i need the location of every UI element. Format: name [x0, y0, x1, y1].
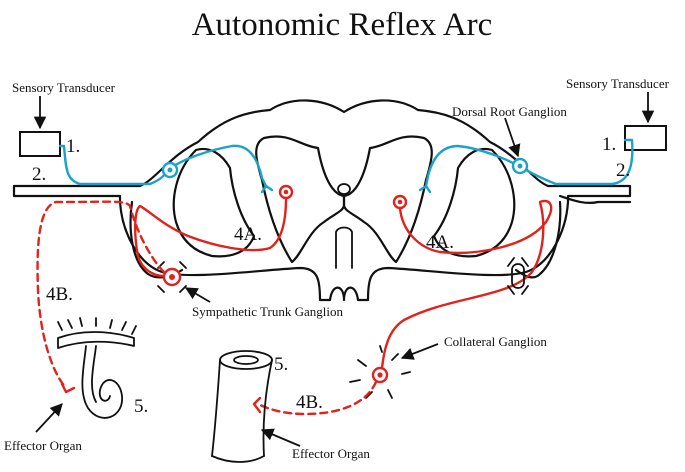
- step-4b-left: 4B.: [46, 284, 73, 305]
- arrow-collateral-ganglion: [400, 343, 439, 360]
- step-2-left: 2.: [32, 164, 46, 185]
- step-5-right: 5.: [274, 354, 288, 375]
- gland-coil-inner: [91, 345, 97, 403]
- preganglionic-fiber-right: [380, 199, 553, 370]
- effector-organ-right: [211, 350, 273, 463]
- ganglion-nucleus-left: [169, 274, 175, 280]
- dorsal-root-ganglion-nucleus-right: [517, 163, 523, 169]
- arrow-effector-right: [260, 428, 301, 447]
- collateral-ganglion-spikes: [349, 345, 411, 399]
- spinal-cord-outer-outline: [12, 99, 632, 302]
- label-effector-organ-right: Effector Organ: [292, 446, 370, 461]
- step-4b-right: 4B.: [296, 392, 323, 413]
- step-4a-left: 4A.: [234, 224, 262, 245]
- label-sympathetic-trunk-ganglion: Sympathetic Trunk Ganglion: [192, 304, 343, 319]
- sensory-pathways: [58, 138, 634, 194]
- grey-matter-left: [255, 135, 346, 264]
- sensory-terminal-left: [260, 184, 274, 194]
- sensory-terminal-right: [418, 184, 432, 194]
- label-dorsal-root-ganglion: Dorsal Root Ganglion: [452, 104, 567, 119]
- gland-coil-outer: [81, 345, 123, 419]
- effector-terminal-left: [60, 382, 76, 394]
- label-collateral-ganglion: Collateral Ganglion: [444, 334, 547, 349]
- postganglionic-fiber-left: [36, 200, 166, 390]
- preganglionic-fiber-left: [134, 196, 288, 278]
- right-ventral-root: [514, 200, 562, 279]
- step-5-left: 5.: [134, 396, 148, 417]
- collateral-ganglion: [349, 345, 411, 399]
- nerve-roots: [129, 194, 632, 279]
- right-spinal-nerve-lower: [558, 194, 632, 204]
- vessel-walls: [211, 359, 273, 457]
- central-canal: [337, 183, 351, 195]
- spinal-cord: [12, 99, 632, 302]
- collateral-ganglion-nucleus: [377, 372, 383, 378]
- arrow-effector-left: [35, 403, 63, 433]
- label-effector-organ-left: Effector Organ: [4, 438, 82, 453]
- effector-terminal-right: [252, 396, 262, 414]
- label-sensory-transducer-left: Sensory Transducer: [12, 80, 116, 95]
- effector-organ-left: [57, 317, 137, 419]
- arrow-dorsal-root-ganglion: [504, 117, 521, 158]
- ganglion-spikes-left: [157, 261, 187, 293]
- motor-pathways: [36, 184, 553, 416]
- diagram-title: Autonomic Reflex Arc: [192, 7, 493, 43]
- step-1-left: 1.: [66, 136, 80, 157]
- label-arrows: [33, 92, 655, 447]
- vessel-top: [219, 350, 273, 370]
- step-1-right: 1.: [602, 134, 616, 155]
- ganglion-body-right: [511, 263, 525, 289]
- effector-surface-left: [57, 331, 135, 349]
- ventral-fissure: [335, 226, 353, 269]
- grey-matter-right: [342, 135, 433, 264]
- postganglionic-fiber-right: [256, 380, 378, 416]
- preganglionic-nucleus-right: [397, 199, 403, 205]
- step-2-right: 2.: [616, 160, 630, 181]
- vessel-bottom: [211, 455, 265, 463]
- sympathetic-trunk-ganglion-left: [157, 261, 187, 293]
- step-4a-right: 4A.: [426, 232, 454, 253]
- sympathetic-trunk-ganglion-right: [507, 257, 529, 295]
- dorsal-root-ganglion-nucleus-left: [167, 167, 173, 173]
- lateral-column-left: [172, 147, 256, 258]
- ganglion-spikes-right: [507, 257, 529, 295]
- preganglionic-nucleus-left: [283, 189, 289, 195]
- arrow-sympathetic-trunk: [184, 287, 211, 303]
- effector-surface-hairs: [57, 317, 137, 335]
- label-sensory-transducer-right: Sensory Transducer: [566, 76, 670, 91]
- vessel-lumen: [233, 355, 259, 365]
- sensory-transducer-left: [19, 131, 61, 157]
